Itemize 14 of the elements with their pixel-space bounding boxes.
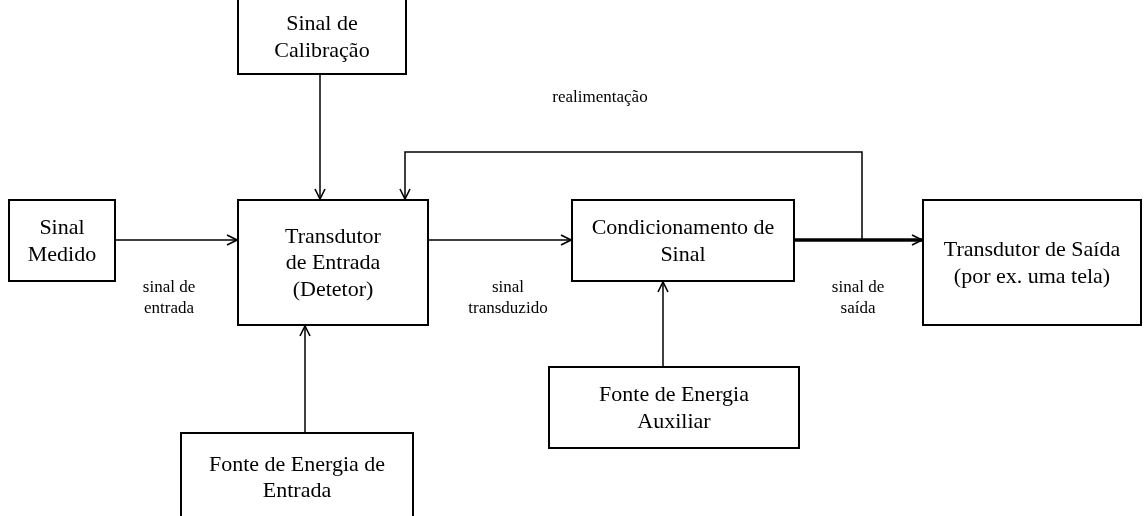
process-box: Fonte de Energia de Entrada [180, 432, 414, 516]
arrow [115, 234, 238, 246]
process-box: Condicionamento de Sinal [571, 199, 795, 282]
process-box: Sinal de Calibração [237, 0, 407, 75]
arrow [399, 151, 863, 241]
process-box: Transdutor de Saída (por ex. uma tela) [922, 199, 1142, 326]
arrow [299, 325, 311, 433]
process-box: Transdutor de Entrada (Detetor) [237, 199, 429, 326]
process-box: Sinal Medido [8, 199, 116, 282]
arrow [795, 234, 923, 246]
arrow [314, 74, 326, 200]
arrow [428, 234, 572, 246]
process-box: Fonte de Energia Auxiliar [548, 366, 800, 449]
arrow [657, 281, 669, 367]
